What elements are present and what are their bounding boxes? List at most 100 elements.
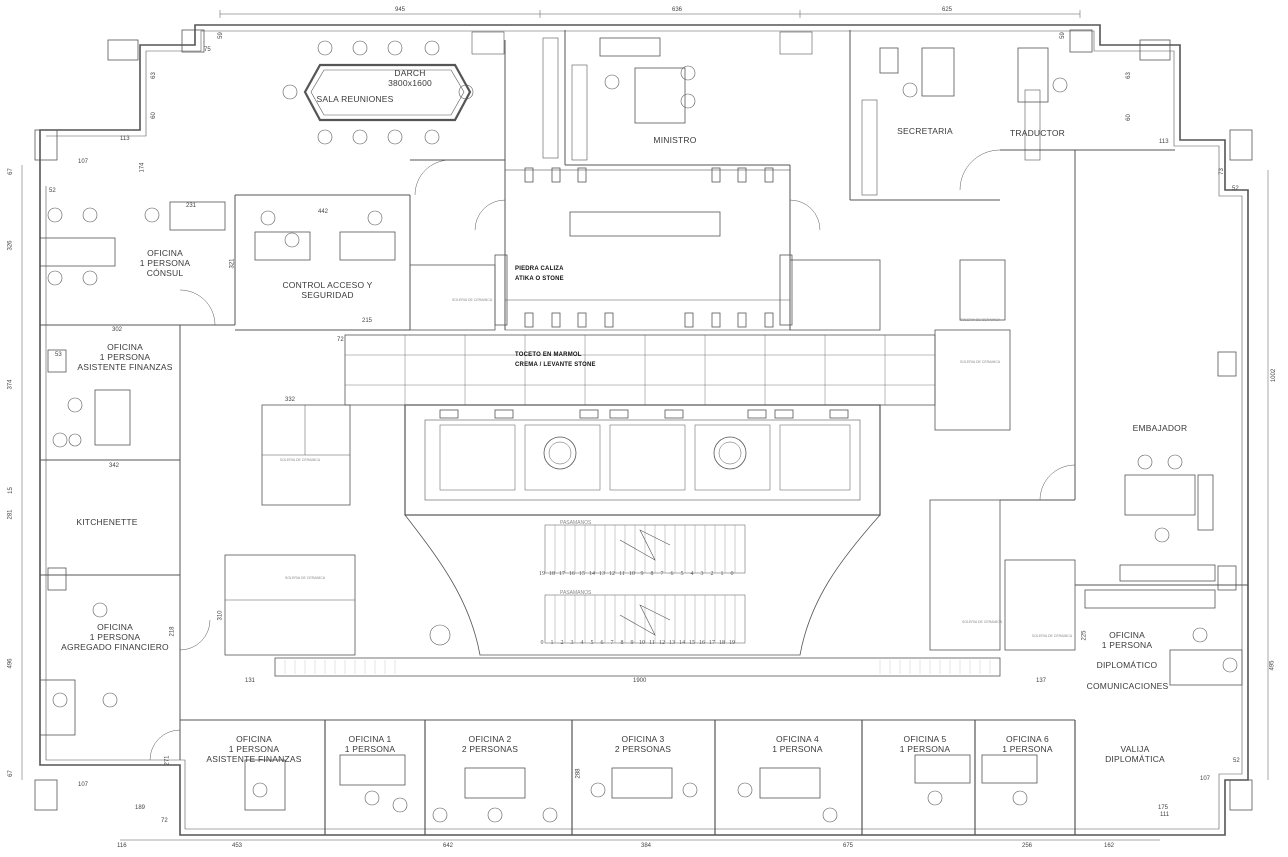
- stair-number: 9: [640, 571, 644, 577]
- desk: [1017, 47, 1049, 103]
- dimension-right: 1002: [1271, 368, 1278, 383]
- stair-number: 3: [700, 571, 704, 577]
- dimension-inner: 52: [1233, 758, 1240, 764]
- stair-number: 18: [549, 571, 555, 577]
- stair-number: 14: [589, 571, 595, 577]
- dimension-inner: 137: [1036, 678, 1047, 684]
- restroom-block: [929, 499, 1001, 651]
- room-label-asistente-finanzas-bottom: OFICINA 1 PERSONA ASISTENTE FINANZAS: [206, 734, 302, 764]
- dimension-bottom: 642: [443, 843, 454, 849]
- dimension-inner: 342: [109, 463, 120, 469]
- dimension-inner: 113: [1159, 139, 1169, 145]
- desk: [39, 237, 116, 267]
- lobby: [344, 334, 936, 406]
- handrail-label: PASAMANOS: [560, 590, 592, 596]
- dimension-bottom: 116: [117, 843, 127, 849]
- ceiling-fixture: [713, 436, 747, 470]
- column: [34, 129, 58, 161]
- stair-number: 17: [559, 571, 565, 577]
- dimension-inner: 442: [318, 209, 329, 215]
- column: [1229, 129, 1253, 161]
- stair-number: 8: [620, 640, 624, 646]
- desk: [1169, 649, 1243, 686]
- dimension-inner: 1900: [633, 678, 647, 684]
- dimension-inner: 72: [337, 337, 344, 343]
- stair-number: 5: [680, 571, 684, 577]
- desk: [921, 47, 955, 97]
- desk: [569, 211, 721, 237]
- stair-number: 3: [570, 640, 574, 646]
- floor-tag: SOLERIA DE CERAMICA: [280, 458, 321, 462]
- material-note-toceto: TOCETO EN MARMOL CREMA / LEVANTE STONE: [515, 352, 596, 368]
- dimension-inner: 174: [139, 162, 146, 173]
- dimension-inner: 59: [217, 32, 224, 39]
- dimension-right: 495: [1269, 660, 1276, 671]
- desk: [169, 201, 226, 231]
- dimension-inner: 231: [186, 203, 197, 209]
- desk: [599, 37, 661, 57]
- material-note-piedra-caliza: PIEDRA CALIZA ATIKA O STONE: [515, 266, 564, 282]
- desk: [244, 759, 286, 811]
- column: [1139, 39, 1171, 61]
- stair-number: 5: [590, 640, 594, 646]
- stair-number: 1: [550, 640, 554, 646]
- desk: [1084, 589, 1216, 609]
- room-label-control-acceso: CONTROL ACCESO Y SEGURIDAD: [282, 280, 373, 300]
- desk: [1197, 474, 1214, 531]
- stair-number: 13: [669, 640, 675, 646]
- column: [34, 779, 58, 811]
- dimension-inner: 302: [112, 327, 123, 333]
- stair-number: 9: [630, 640, 634, 646]
- dimension-inner: 63: [150, 72, 157, 79]
- dimension-inner: 271: [164, 755, 171, 766]
- stair-number: 11: [619, 571, 625, 577]
- floor-tag: SOLERIA DE CERAMICA: [962, 620, 1003, 624]
- atrium: [404, 404, 881, 516]
- restroom-block: [934, 329, 1011, 431]
- stair-number: 17: [709, 640, 715, 646]
- room-label-kitchenette: KITCHENETTE: [76, 517, 138, 527]
- restroom-block: [1004, 559, 1076, 651]
- room-label-traductor: TRADUCTOR: [1009, 128, 1065, 138]
- dimension-inner: 107: [78, 782, 89, 788]
- column: [181, 29, 205, 53]
- room-label-sala-reuniones: SALA REUNIONES: [316, 94, 394, 104]
- inner-wall: [45, 30, 1243, 830]
- desk: [611, 767, 673, 799]
- stair-number: 8: [650, 571, 654, 577]
- table-model-label: DARCH 3800x1600: [388, 68, 432, 88]
- desk: [759, 767, 821, 799]
- dimension-left: 326: [7, 240, 14, 251]
- dimension-inner: 332: [285, 397, 296, 403]
- stair-number: 4: [690, 571, 694, 577]
- desk: [879, 47, 899, 74]
- dimension-bottom: 384: [641, 843, 652, 849]
- dimension-inner: 59: [1059, 32, 1066, 39]
- room-label-oficina-3: OFICINA 3 2 PERSONAS: [614, 734, 672, 754]
- ceiling-fixture: [543, 436, 577, 470]
- stair-number: 0: [730, 571, 734, 577]
- stair-number: 16: [699, 640, 705, 646]
- dimension-left: 67: [7, 770, 14, 777]
- floor-tag: SOLERIA DE CERAMICA: [1032, 634, 1073, 638]
- dimension-inner: 189: [135, 805, 146, 811]
- stair-number: 15: [579, 571, 585, 577]
- stair-number: 4: [580, 640, 584, 646]
- dimension-bottom: 453: [232, 843, 243, 849]
- stair-number: 6: [670, 571, 674, 577]
- stair-number: 12: [659, 640, 665, 646]
- desk: [39, 679, 76, 736]
- stair-number: 16: [569, 571, 575, 577]
- room-label-ministro: MINISTRO: [653, 135, 697, 145]
- dimension-top: 636: [672, 7, 683, 13]
- dimension-inner: 113: [120, 136, 130, 142]
- stair-number: 7: [660, 571, 664, 577]
- desk: [254, 231, 311, 261]
- room-label-oficina-6: OFICINA 6 1 PERSONA: [1002, 734, 1053, 754]
- dimension-left: 374: [7, 379, 14, 390]
- dimension-inner: 225: [1081, 630, 1088, 641]
- dimension-bottom: 256: [1022, 843, 1033, 849]
- dimension-inner: 215: [362, 318, 373, 324]
- room-label-oficina-1: OFICINA 1 1 PERSONA: [344, 734, 396, 754]
- column: [1217, 565, 1237, 591]
